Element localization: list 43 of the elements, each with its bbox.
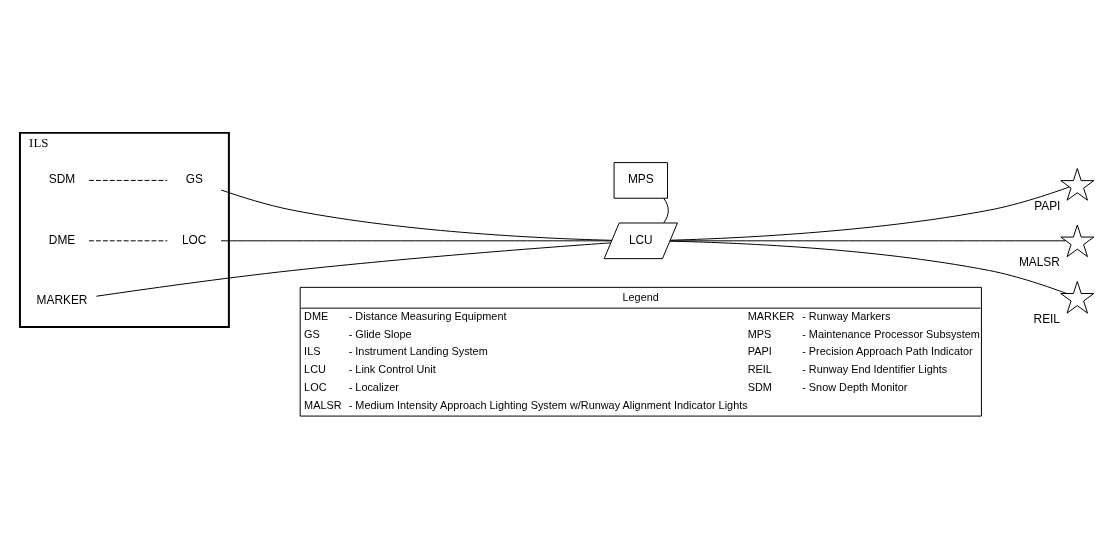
label: LOC xyxy=(304,381,327,394)
node-label: PAPI xyxy=(1034,198,1061,213)
connector xyxy=(663,197,669,224)
label: GS xyxy=(304,327,320,340)
label: - Snow Depth Monitor xyxy=(802,381,908,394)
node-text: DME xyxy=(48,232,76,247)
node-text: SDM xyxy=(48,172,76,187)
label: MALSR xyxy=(304,398,342,411)
label: - Runway Markers xyxy=(802,309,891,322)
connector xyxy=(88,240,168,242)
label: ILS xyxy=(304,345,321,358)
node-label: REIL xyxy=(1033,311,1060,326)
connector xyxy=(669,240,1066,242)
label: - Distance Measuring Equipment xyxy=(348,309,507,322)
node-label: MALSR xyxy=(1018,255,1060,270)
label: - Maintenance Processor Subsystem xyxy=(802,327,980,340)
node-box: MPS xyxy=(613,162,669,199)
node-star xyxy=(1060,280,1095,314)
label: Legend xyxy=(622,291,659,304)
label: MPS xyxy=(747,327,772,340)
node-text: GS xyxy=(185,172,203,187)
label: - Runway End Identifier Lights xyxy=(802,363,948,376)
connector xyxy=(88,179,168,181)
connector xyxy=(220,240,613,242)
label: - Precision Approach Path Indicator xyxy=(802,345,973,358)
label: - Link Control Unit xyxy=(348,363,436,376)
label: SDM xyxy=(747,381,772,394)
label: - Medium Intensity Approach Lighting System w/Runway Alignment Indicator Lights xyxy=(348,398,748,411)
connector xyxy=(95,242,611,297)
node-text: MARKER xyxy=(36,293,88,308)
label: - Localizer xyxy=(348,381,399,394)
label: REIL xyxy=(747,363,772,376)
label: DME xyxy=(304,309,329,322)
label: PAPI xyxy=(747,345,772,358)
label: MARKER xyxy=(747,309,795,322)
node-text: LOC xyxy=(182,232,207,247)
node-star xyxy=(1060,224,1095,258)
label: - Glide Slope xyxy=(348,327,412,340)
connector xyxy=(220,189,613,241)
connector xyxy=(669,240,1068,294)
node-star xyxy=(1060,168,1095,201)
label: LCU xyxy=(304,363,326,376)
label: - Instrument Landing System xyxy=(348,345,488,358)
